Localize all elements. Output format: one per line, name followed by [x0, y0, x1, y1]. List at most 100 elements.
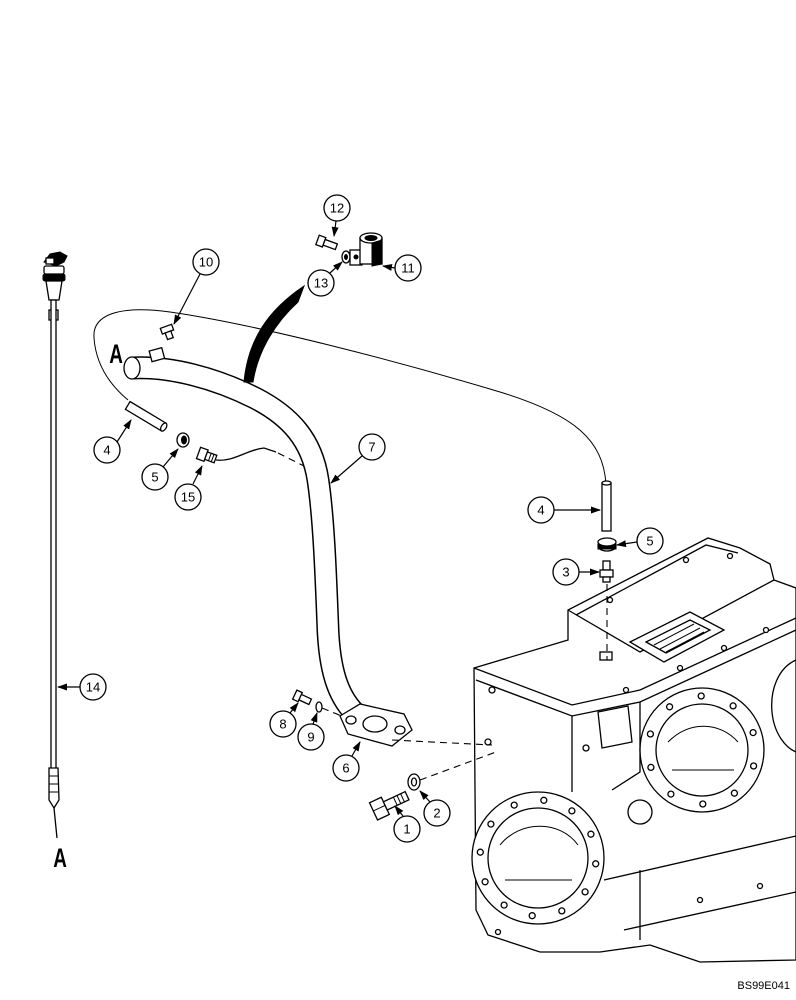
callout-number: 14	[86, 680, 100, 695]
bolt-hole	[587, 830, 595, 838]
bolt-hole	[697, 692, 705, 700]
callout: 1	[393, 805, 421, 843]
small-bolt-alignment-line	[321, 707, 345, 718]
dipstick-seal	[42, 273, 66, 282]
breather-fitting	[159, 323, 175, 341]
callout-number: 6	[342, 761, 349, 776]
callout-number: 15	[181, 490, 195, 505]
dipstick-lower-line	[53, 807, 58, 839]
tube-stub	[148, 346, 166, 363]
flange-tube-port	[362, 715, 388, 733]
large-bolt-threads	[392, 793, 405, 806]
housing-top-front-edge	[567, 579, 775, 653]
housing-corner-edge	[611, 702, 641, 791]
leader-arrow	[116, 419, 132, 443]
leader-arrow	[329, 261, 343, 274]
bolt-hole	[481, 878, 489, 886]
short-tube-end	[159, 422, 168, 432]
callout-circle	[358, 433, 386, 461]
fitting-straight	[599, 560, 614, 583]
callout-circle	[552, 558, 580, 586]
housing-bolt-dot	[726, 552, 734, 560]
leader-arrow	[351, 741, 361, 757]
small-bolt	[291, 689, 313, 706]
flange	[339, 703, 413, 747]
housing-bottom-rib	[623, 891, 796, 931]
callout-number: 9	[307, 730, 314, 745]
bolt-hole	[500, 901, 508, 909]
fitting-elbow-threads	[207, 453, 215, 462]
figure-code: BS99E041	[737, 980, 790, 992]
callout: 11	[382, 254, 422, 282]
large-bolt-head-facet	[373, 804, 386, 812]
callout-number: 4	[537, 503, 544, 518]
front-flange-bore-interior	[499, 825, 579, 881]
clamp-bolt	[314, 234, 339, 251]
bolt-hole	[665, 703, 674, 711]
callout: 7	[330, 433, 386, 484]
leader-arrow	[310, 712, 318, 725]
large-bolt-shank	[382, 790, 410, 811]
callout: 10	[173, 248, 220, 325]
callout-circle	[79, 673, 107, 701]
large-bolt	[368, 790, 410, 821]
housing-bolt-dot	[606, 596, 614, 604]
leader-arrow	[330, 455, 363, 484]
callout-circle	[423, 799, 451, 827]
bolt-hole	[581, 888, 589, 896]
callout-circle	[636, 527, 664, 555]
bolt-hole	[568, 807, 576, 815]
front-flange-bore	[487, 807, 589, 909]
tube-assembly	[123, 346, 367, 725]
tube-body	[131, 357, 365, 724]
bolt-hole	[667, 790, 675, 798]
hose-clamp-right-top	[597, 537, 617, 547]
housing-bolt-dot	[582, 744, 590, 752]
leader-arrow	[173, 273, 201, 325]
short-tube-right	[601, 482, 612, 532]
leader-arrow	[394, 805, 404, 817]
housing-bolt-dot	[720, 644, 728, 652]
dipstick-handle-loop	[45, 257, 55, 265]
housing-rim-edge	[473, 617, 796, 706]
tube-clamp-shading	[371, 239, 383, 267]
callout-number: 5	[151, 470, 158, 485]
fitting-straight-nipple	[602, 560, 611, 571]
callout: 9	[297, 712, 325, 751]
callout-number: 4	[103, 443, 110, 458]
leader-arrow	[162, 448, 179, 468]
housing-top-step	[575, 544, 739, 616]
front-flange-bolt-holes	[476, 796, 600, 920]
short-tube-right-end	[601, 480, 612, 486]
housing-bolt-dot	[494, 928, 502, 936]
callout: 4	[527, 496, 601, 524]
tube-open-end	[123, 356, 141, 380]
side-flange-bore-interior	[667, 725, 739, 771]
dipstick-blade	[48, 767, 60, 810]
tube-branch-hidden-line	[277, 452, 305, 467]
bolt-hole	[476, 848, 484, 856]
housing-bolt-dot	[676, 664, 684, 672]
callout-circle	[297, 723, 325, 751]
callout: 13	[307, 261, 343, 297]
housing-bolt-dot	[762, 626, 770, 634]
leader-arrow	[616, 540, 638, 548]
fitting-straight-hex	[599, 569, 614, 578]
location-pointer	[243, 284, 306, 383]
tube-stub-body	[148, 346, 166, 363]
dipstick-rod	[50, 299, 57, 771]
callout-number: 10	[199, 255, 213, 270]
transmission-housing	[471, 537, 796, 963]
bolt-hole	[592, 860, 600, 868]
dipstick-cap	[43, 265, 65, 275]
flange-hole-left	[345, 715, 357, 725]
callout-number: 1	[403, 822, 410, 837]
callout: 3	[552, 558, 600, 586]
callout: 4	[93, 419, 132, 464]
callout-circle	[527, 496, 555, 524]
tube-branch-line	[215, 447, 277, 461]
callout: 15	[174, 465, 203, 511]
bolt-hole	[510, 801, 518, 809]
side-flange-bore	[655, 703, 749, 797]
